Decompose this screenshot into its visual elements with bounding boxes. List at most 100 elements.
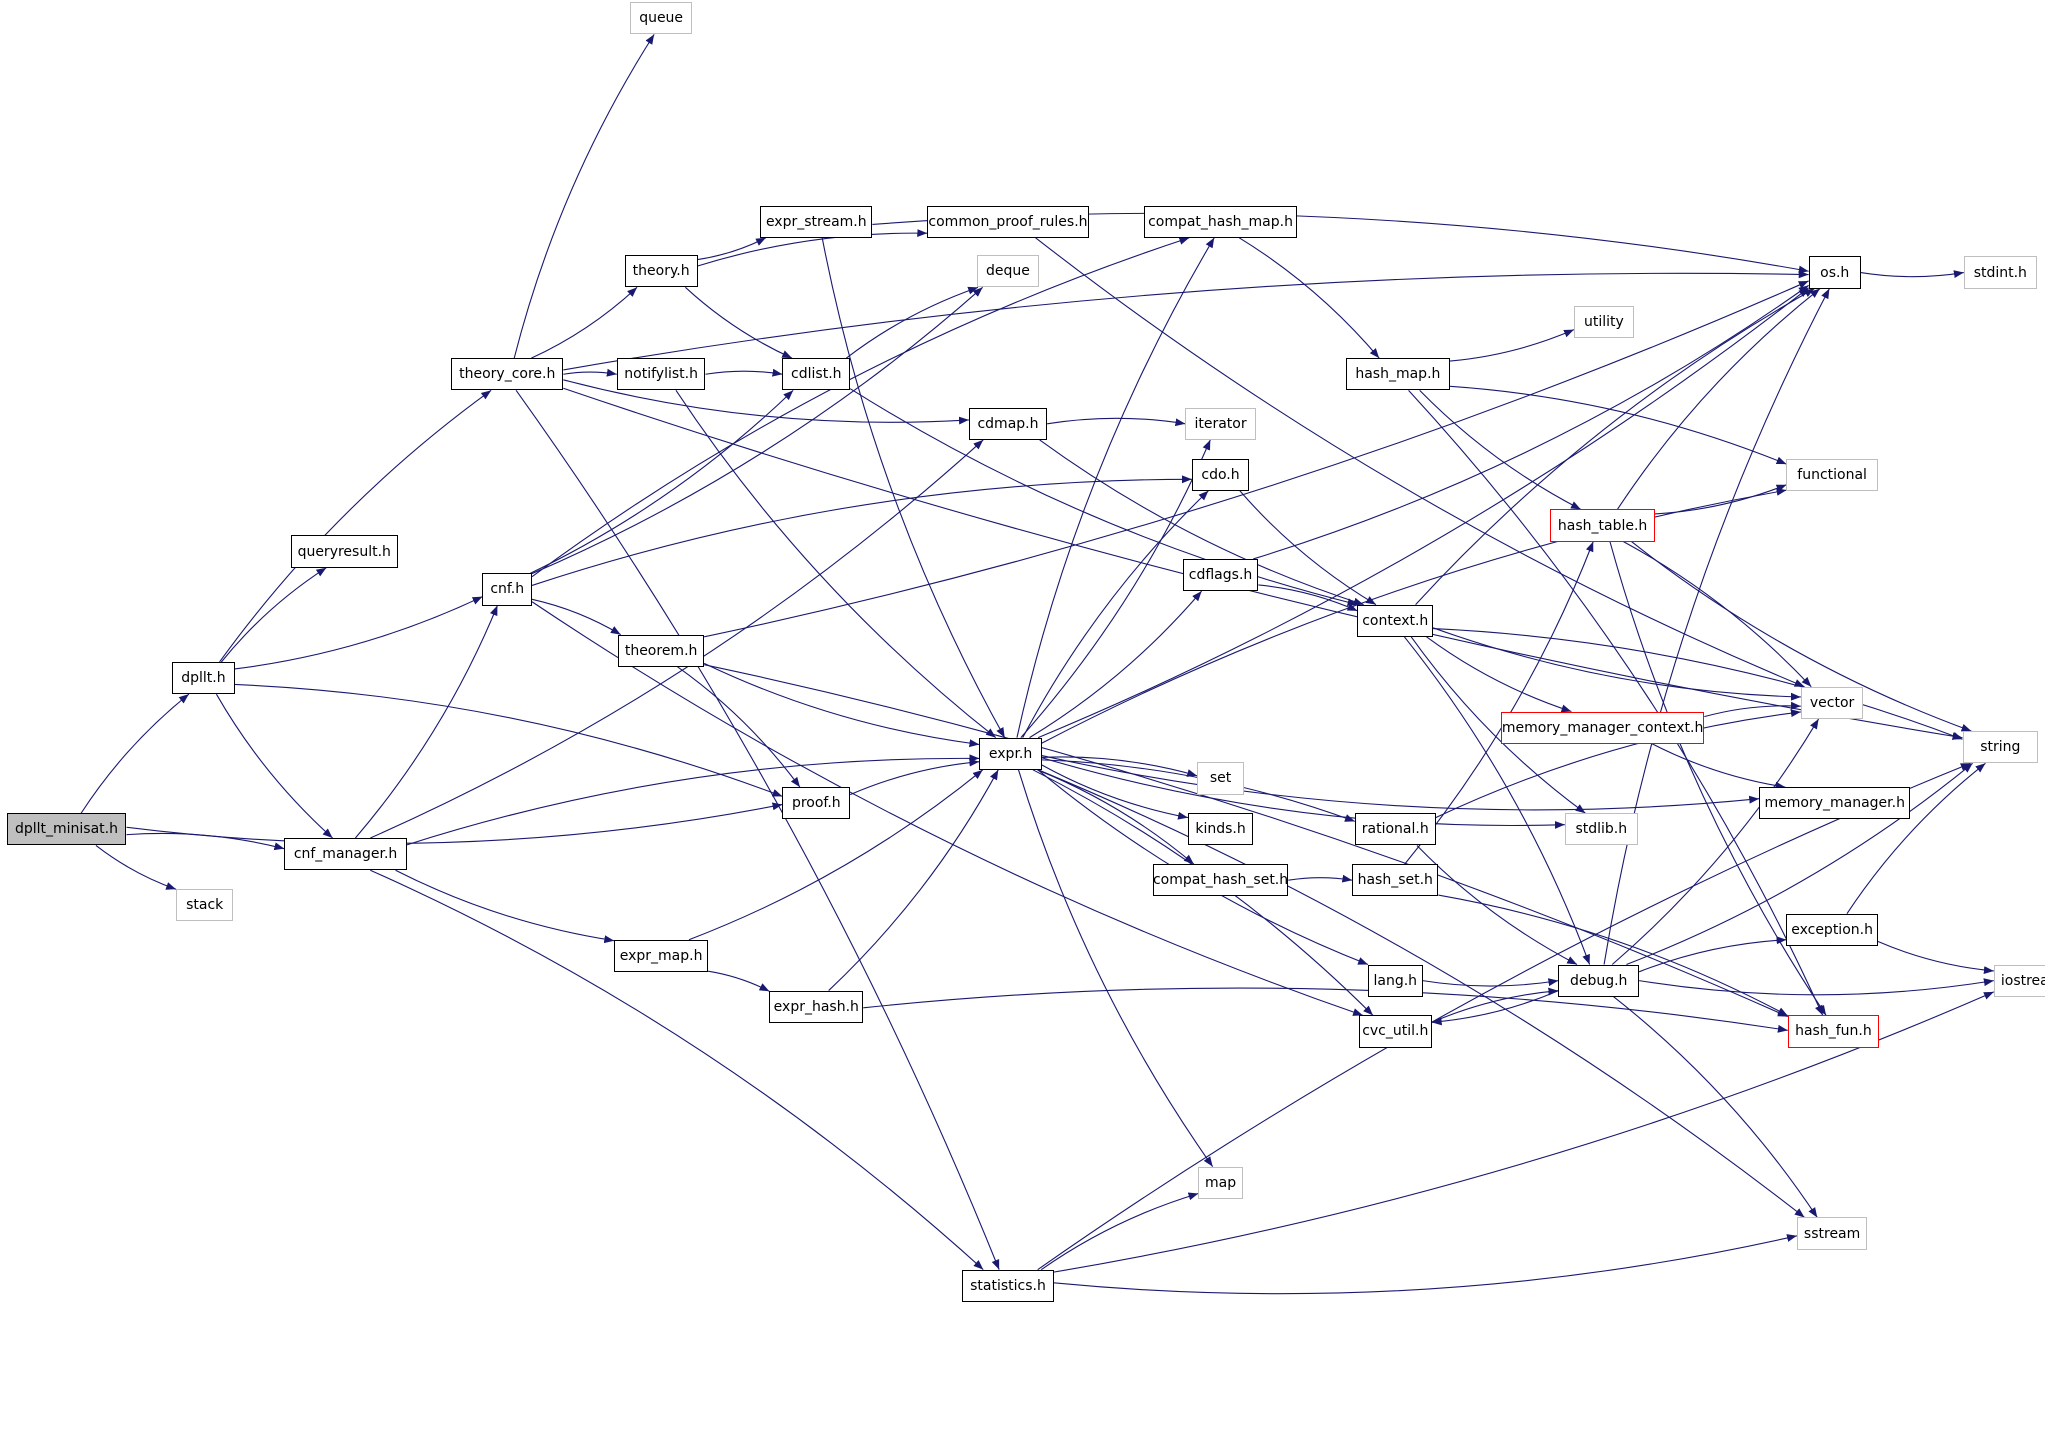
graph-node-kinds[interactable]: kinds.h — [1187, 813, 1254, 846]
graph-node-theory-core[interactable]: theory_core.h — [451, 358, 564, 391]
node-label: theory.h — [632, 263, 690, 280]
node-label: cdmap.h — [977, 415, 1039, 432]
edge-expr-to-iterator — [1020, 439, 1211, 738]
node-label: hash_set.h — [1357, 872, 1433, 889]
graph-node-theory[interactable]: theory.h — [624, 255, 698, 288]
node-label: notifylist.h — [624, 366, 698, 383]
graph-node-statistics[interactable]: statistics.h — [962, 1269, 1054, 1302]
edge-dpllt-to-cnf-manager — [215, 693, 333, 839]
edge-expr-to-sstream — [1037, 769, 1805, 1218]
graph-node-os[interactable]: os.h — [1808, 256, 1861, 289]
graph-node-hash-table[interactable]: hash_table.h — [1550, 509, 1655, 542]
node-label: queryresult.h — [297, 543, 391, 560]
graph-node-map[interactable]: map — [1198, 1166, 1243, 1199]
graph-node-stdint[interactable]: stdint.h — [1963, 256, 2037, 289]
edge-cnf-to-deque — [531, 286, 984, 575]
node-label: deque — [986, 263, 1030, 280]
graph-node-vector[interactable]: vector — [1800, 686, 1864, 719]
edge-cnf-to-compat-hash-map — [531, 237, 1190, 578]
graph-node-compat-hash-set[interactable]: compat_hash_set.h — [1152, 864, 1289, 897]
graph-node-cvc-util[interactable]: cvc_util.h — [1358, 1015, 1432, 1048]
graph-node-cdmap[interactable]: cdmap.h — [968, 407, 1048, 440]
edge-dpllt-minisat-to-proof — [126, 802, 783, 844]
node-label: functional — [1797, 466, 1867, 483]
edge-theory-core-to-queue — [513, 34, 655, 359]
edge-exception-to-iostream — [1877, 940, 1994, 975]
edge-statistics-to-sstream — [1053, 1234, 1798, 1295]
node-label: expr_hash.h — [773, 998, 859, 1015]
edge-dpllt-to-theory-core — [219, 389, 492, 663]
graph-node-expr[interactable]: expr.h — [979, 737, 1042, 770]
graph-node-cdo[interactable]: cdo.h — [1191, 458, 1250, 491]
edge-hash-table-to-string — [1631, 541, 1972, 732]
node-label: rational.h — [1361, 821, 1429, 838]
graph-node-expr-stream[interactable]: expr_stream.h — [760, 205, 873, 238]
graph-node-hash-map[interactable]: hash_map.h — [1345, 358, 1451, 391]
edge-debug-to-string — [1626, 762, 1973, 966]
edge-compat-hash-set-to-hash-set — [1288, 874, 1353, 883]
graph-node-memory-manager-context[interactable]: memory_manager_context.h — [1500, 711, 1705, 744]
graph-node-iostream[interactable]: iostream — [1993, 964, 2045, 997]
edge-hash-table-to-hash-fun — [1609, 541, 1827, 1016]
graph-node-cdlist[interactable]: cdlist.h — [782, 358, 851, 391]
edge-cdflags-to-os — [1253, 284, 1809, 560]
graph-node-notifylist[interactable]: notifylist.h — [616, 358, 706, 391]
edge-common-proof-rules-to-vector — [1035, 237, 1805, 688]
graph-node-expr-map[interactable]: expr_map.h — [614, 939, 709, 972]
edge-cnf-to-cdlist — [530, 389, 794, 574]
edge-dpllt-to-queryresult — [220, 567, 327, 663]
node-label: compat_hash_set.h — [1152, 872, 1289, 889]
graph-node-dpllt-minisat[interactable]: dpllt_minisat.h — [6, 813, 127, 846]
graph-node-hash-set[interactable]: hash_set.h — [1352, 864, 1439, 897]
node-label: stdlib.h — [1575, 821, 1628, 838]
edge-context-to-os — [1415, 288, 1815, 605]
graph-node-lang[interactable]: lang.h — [1367, 964, 1423, 997]
edge-debug-to-cvc-util — [1431, 990, 1559, 1026]
graph-node-compat-hash-map[interactable]: compat_hash_map.h — [1143, 205, 1298, 238]
edge-theorem-to-expr — [703, 662, 980, 748]
graph-node-sstream[interactable]: sstream — [1796, 1217, 1868, 1250]
graph-node-set[interactable]: set — [1197, 762, 1244, 795]
edge-theorem-to-hash-fun — [704, 664, 1789, 1018]
node-label: iterator — [1194, 415, 1247, 432]
edge-hash-table-to-vector — [1623, 541, 1812, 688]
node-label: string — [1980, 739, 2021, 756]
edge-dpllt-minisat-to-stack — [95, 845, 177, 890]
graph-node-memory-manager[interactable]: memory_manager.h — [1759, 787, 1911, 820]
edge-hash-map-to-utility — [1450, 329, 1575, 362]
graph-node-cnf[interactable]: cnf.h — [482, 573, 533, 606]
edge-dpllt-to-proof — [234, 683, 783, 797]
node-label: expr.h — [988, 745, 1033, 762]
graph-node-queryresult[interactable]: queryresult.h — [290, 535, 398, 568]
graph-node-debug[interactable]: debug.h — [1558, 964, 1640, 997]
graph-node-deque[interactable]: deque — [976, 255, 1040, 288]
graph-node-rational[interactable]: rational.h — [1354, 813, 1436, 846]
graph-node-iterator[interactable]: iterator — [1185, 407, 1256, 440]
edge-theory-core-to-statistics — [515, 390, 1000, 1270]
node-label: iostream — [2000, 972, 2045, 989]
graph-node-cdflags[interactable]: cdflags.h — [1182, 558, 1259, 592]
graph-node-cnf-manager[interactable]: cnf_manager.h — [284, 838, 407, 871]
edge-expr-map-to-expr-hash — [707, 970, 770, 992]
graph-node-proof[interactable]: proof.h — [782, 787, 851, 820]
graph-node-common-proof-rules[interactable]: common_proof_rules.h — [927, 205, 1089, 238]
graph-node-queue[interactable]: queue — [629, 2, 693, 35]
edge-hash-map-to-hash-fun — [1408, 389, 1824, 1016]
graph-node-stack[interactable]: stack — [176, 888, 234, 922]
graph-node-expr-hash[interactable]: expr_hash.h — [769, 990, 864, 1023]
edge-cnf-manager-to-statistics — [370, 869, 984, 1271]
graph-node-hash-fun[interactable]: hash_fun.h — [1787, 1015, 1880, 1048]
edge-cdlist-to-deque — [845, 286, 979, 359]
node-label: debug.h — [1569, 972, 1628, 989]
graph-node-string[interactable]: string — [1962, 731, 2039, 764]
graph-node-dpllt[interactable]: dpllt.h — [172, 661, 235, 695]
graph-node-stdlib[interactable]: stdlib.h — [1564, 813, 1638, 846]
node-label: proof.h — [791, 795, 841, 812]
graph-node-utility[interactable]: utility — [1573, 305, 1634, 339]
graph-node-functional[interactable]: functional — [1786, 458, 1878, 491]
graph-node-context[interactable]: context.h — [1357, 604, 1434, 637]
graph-node-theorem[interactable]: theorem.h — [618, 634, 705, 667]
graph-node-exception[interactable]: exception.h — [1786, 913, 1878, 946]
edge-debug-to-vector — [1611, 718, 1820, 965]
